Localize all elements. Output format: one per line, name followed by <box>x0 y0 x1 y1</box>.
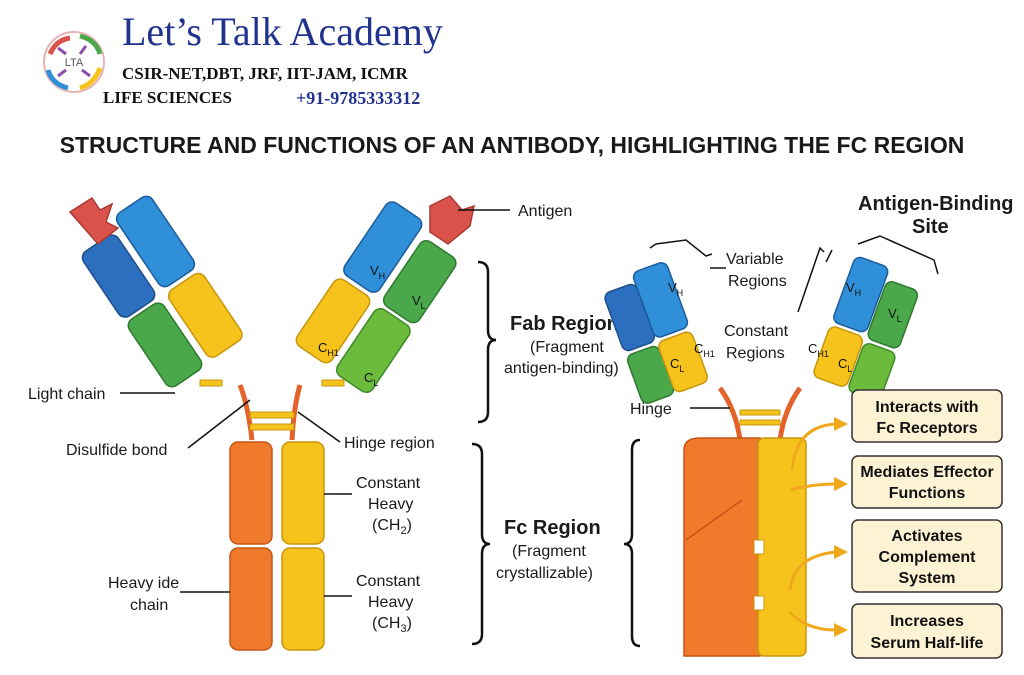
svg-text:Serum Half-life: Serum Half-life <box>871 635 984 652</box>
svg-text:Mediates Effector: Mediates Effector <box>860 464 993 481</box>
subject-label: LIFE SCIENCES <box>103 88 232 107</box>
hinge-region-label: Hinge region <box>344 435 435 452</box>
function-box-3: Activates Complement System <box>851 519 1003 593</box>
hinge-bond-1 <box>249 411 295 419</box>
fc-sub-1: (Fragment <box>512 543 586 560</box>
fab-sub-2: antigen-binding) <box>504 360 619 377</box>
right-disulfide <box>321 379 345 387</box>
fab-regions-title: Fab Regions <box>510 313 630 335</box>
vh-label: VH <box>370 263 385 281</box>
right-vl-domain <box>382 239 457 324</box>
left-vh-domain <box>115 195 196 288</box>
antigen-label: Antigen <box>518 203 572 220</box>
vl-label: VL <box>412 293 426 311</box>
constant-heavy-3-line1: Constant <box>356 573 421 590</box>
heavy-chain-label-1: Heavy ide <box>108 575 179 592</box>
fab-brace <box>477 260 497 424</box>
right-antigen <box>429 195 475 245</box>
fab-sub-1: (Fragment <box>530 339 604 356</box>
right-antibody: VH CH1 CL VH VL CH1 CL <box>604 193 1014 659</box>
constant-regions-2: Regions <box>726 345 785 362</box>
binding-site-title-1: Antigen-Binding <box>858 193 1014 215</box>
svg-text:Interacts with: Interacts with <box>875 399 978 416</box>
ch2-heavy-left <box>229 441 273 545</box>
svg-text:Fc Receptors: Fc Receptors <box>876 420 977 437</box>
left-cl-domain <box>127 302 203 388</box>
right-hinge <box>289 384 303 441</box>
variable-regions-2: Regions <box>728 273 787 290</box>
svg-text:Activates: Activates <box>891 528 962 545</box>
ch3-label: (CH3) <box>372 615 412 635</box>
ch2-label: (CH2) <box>372 517 412 537</box>
ch3-heavy-right <box>281 547 325 651</box>
academy-logo: LTA <box>43 31 105 93</box>
light-chain-label: Light chain <box>28 386 105 403</box>
phone-number: +91-9785333312 <box>296 88 421 108</box>
fc-sub-2: crystallizable) <box>496 565 593 582</box>
hinge-label: Hinge <box>630 401 672 418</box>
right-ch1-domain <box>295 278 371 364</box>
page-title: STRUCTURE AND FUNCTIONS OF AN ANTIBODY, … <box>59 132 965 158</box>
fc-heavy-yellow <box>757 437 807 657</box>
left-vl-domain <box>81 234 156 318</box>
svg-text:CH1: CH1 <box>694 341 715 359</box>
svg-text:VH: VH <box>846 280 861 298</box>
svg-text:LTA: LTA <box>65 57 84 69</box>
left-hinge <box>237 384 255 441</box>
function-box-4: Increases Serum Half-life <box>851 603 1003 659</box>
svg-text:CH1: CH1 <box>808 341 829 359</box>
heavy-chain-label-2: chain <box>130 597 168 614</box>
svg-text:VL: VL <box>888 306 902 324</box>
variable-regions-1: Variable <box>726 251 784 268</box>
ch3-heavy-left <box>229 547 273 651</box>
svg-text:CL: CL <box>670 356 684 374</box>
constant-heavy-2-line2: Heavy <box>368 496 413 513</box>
constant-regions-1: Constant <box>724 323 789 340</box>
hinge-bond-2 <box>249 423 295 431</box>
left-ch1-domain <box>167 272 243 358</box>
left-disulfide <box>199 379 223 387</box>
function-box-1: Interacts with Fc Receptors <box>851 389 1003 443</box>
svg-text:Functions: Functions <box>889 485 966 502</box>
svg-text:VH: VH <box>668 280 683 298</box>
svg-text:System: System <box>899 570 956 587</box>
svg-text:CL: CL <box>838 356 852 374</box>
fc-region-title: Fc Region <box>504 517 601 539</box>
left-antibody: VH VL CH1 CL Antigen Light <box>28 195 630 651</box>
left-antigen <box>68 196 120 246</box>
fc-heavy-orange <box>683 437 761 657</box>
exam-list: CSIR-NET,DBT, JRF, IIT-JAM, ICMR <box>122 64 408 83</box>
right-vh-domain <box>343 201 423 293</box>
constant-heavy-3-line2: Heavy <box>368 594 413 611</box>
svg-text:Increases: Increases <box>890 613 964 630</box>
svg-text:Complement: Complement <box>879 549 977 566</box>
constant-heavy-2-line1: Constant <box>356 475 421 492</box>
ch2-heavy-right <box>281 441 325 545</box>
fc-brace <box>471 442 491 646</box>
disulfide-bond-label: Disulfide bond <box>66 442 167 459</box>
cl-label: CL <box>364 370 378 388</box>
binding-site-title-2: Site <box>912 216 949 238</box>
function-box-2: Mediates Effector Functions <box>851 455 1003 509</box>
ch1-label: CH1 <box>318 340 339 358</box>
right-cl-domain <box>335 307 411 394</box>
academy-name: Let’s Talk Academy <box>122 9 443 54</box>
